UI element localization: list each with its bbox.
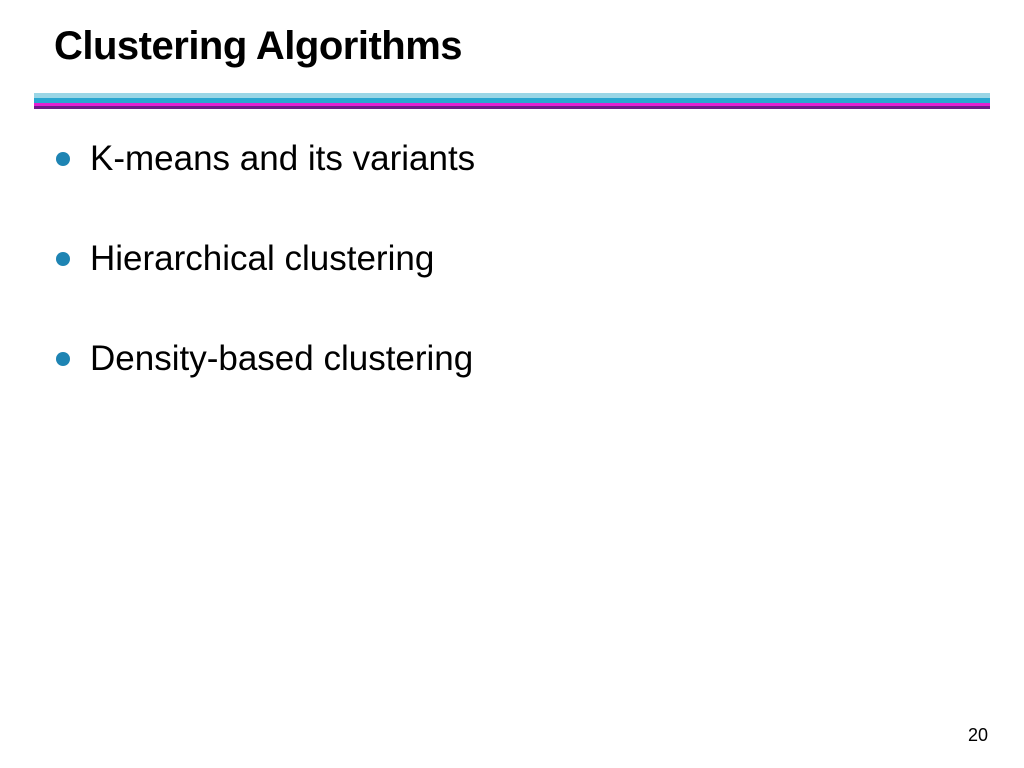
divider-line-magenta <box>34 103 990 106</box>
page-number: 20 <box>967 725 988 745</box>
divider-line-purple <box>34 106 990 109</box>
bullet-item: K-means and its variants <box>56 136 475 182</box>
bullet-item: Density-based clustering <box>56 336 475 382</box>
bullet-text: Density-based clustering <box>90 339 474 378</box>
bullet-dot-icon <box>56 352 70 366</box>
bullet-dot-icon <box>56 252 70 266</box>
slide-title: Clustering Algorithms <box>54 24 463 68</box>
bullet-text: Hierarchical clustering <box>90 239 435 278</box>
bullet-list: K-means and its variants Hierarchical cl… <box>56 136 475 436</box>
bullet-item: Hierarchical clustering <box>56 236 475 282</box>
bullet-dot-icon <box>56 152 70 166</box>
divider-line-light-cyan <box>34 93 990 98</box>
bullet-text: K-means and its variants <box>90 139 476 178</box>
divider-line-cyan <box>34 98 990 103</box>
